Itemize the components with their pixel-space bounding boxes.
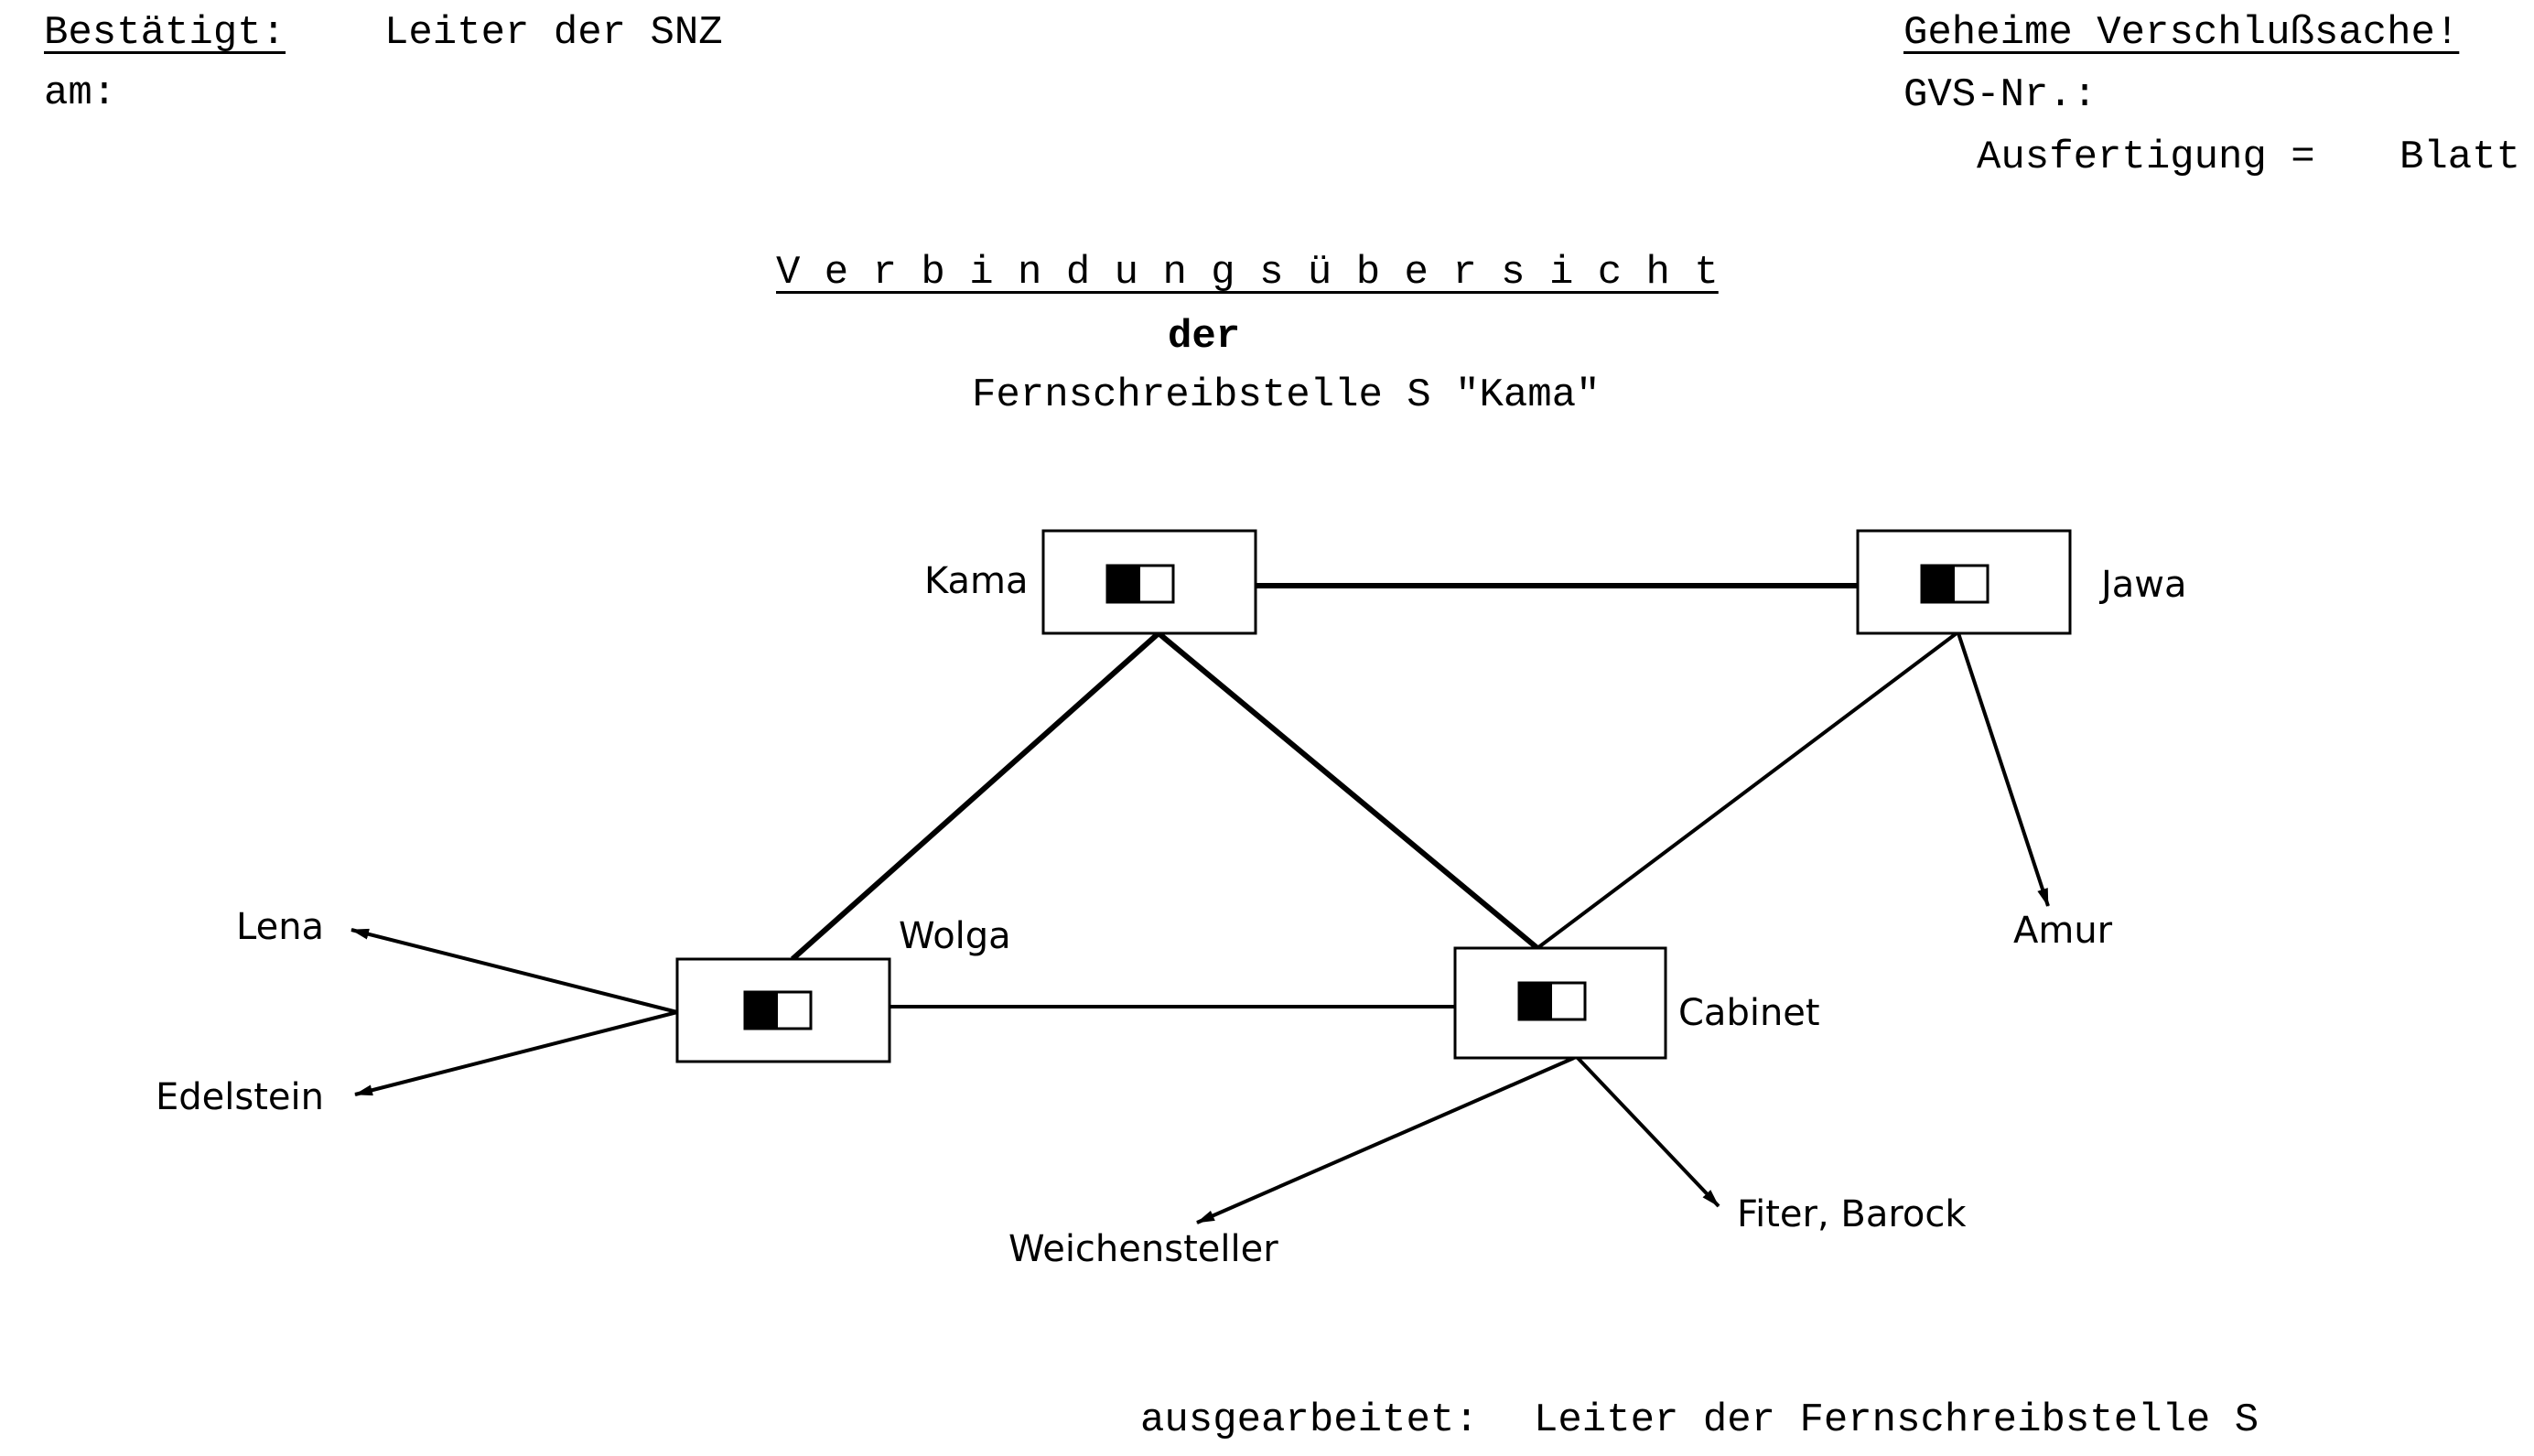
- arrow-to-edelstein: [354, 1010, 678, 1096]
- title-line-2: der: [1168, 314, 1241, 360]
- endpoint-label-amur: Amur: [2013, 910, 2113, 952]
- gvs-number-label: GVS-Nr.:: [1903, 72, 2097, 118]
- node-label-jawa: Jawa: [2098, 564, 2187, 606]
- title-line-3: Fernschreibstelle S "Kama": [972, 372, 1601, 418]
- classification-label: Geheime Verschlußsache!: [1903, 10, 2460, 56]
- station-cabinet: [1453, 946, 1667, 1060]
- node-label-kama: Kama: [924, 560, 1029, 602]
- station-wolga: [675, 957, 891, 1063]
- station-kama: [1041, 529, 1257, 635]
- sheet-label: Blatt: [2399, 135, 2521, 180]
- approved-label: Bestätigt:: [44, 10, 286, 56]
- arrow-to-weichensteller: [1196, 1056, 1575, 1224]
- approved-by: Leiter der SNZ: [384, 10, 723, 56]
- link-kama-cabinet: [1157, 631, 1539, 951]
- station-jawa: [1856, 529, 2072, 635]
- endpoint-label-weichensteller: Weichensteller: [1008, 1228, 1278, 1270]
- copy-label: Ausfertigung =: [1977, 135, 2315, 180]
- date-label: am:: [44, 70, 117, 116]
- node-label-wolga: Wolga: [899, 915, 1011, 957]
- diagram-title: V e r b i n d u n g s ü b e r s i c h t: [776, 250, 1719, 296]
- arrow-to-amur: [1957, 632, 2050, 907]
- endpoint-label-fiter-barock: Fiter, Barock: [1737, 1193, 1967, 1235]
- prepared-by: Leiter der Fernschreibstelle S: [1534, 1397, 2259, 1443]
- link-kama-wolga: [791, 631, 1160, 962]
- arrow-to-lena: [350, 928, 678, 1014]
- node-label-cabinet: Cabinet: [1678, 992, 1820, 1034]
- prepared-label: ausgearbeitet:: [1140, 1397, 1479, 1443]
- arrow-to-fiter-barock: [1576, 1056, 1720, 1208]
- endpoint-label-edelstein: Edelstein: [156, 1076, 324, 1118]
- endpoint-label-lena: Lena: [236, 906, 324, 948]
- link-jawa-cabinet: [1536, 631, 1958, 950]
